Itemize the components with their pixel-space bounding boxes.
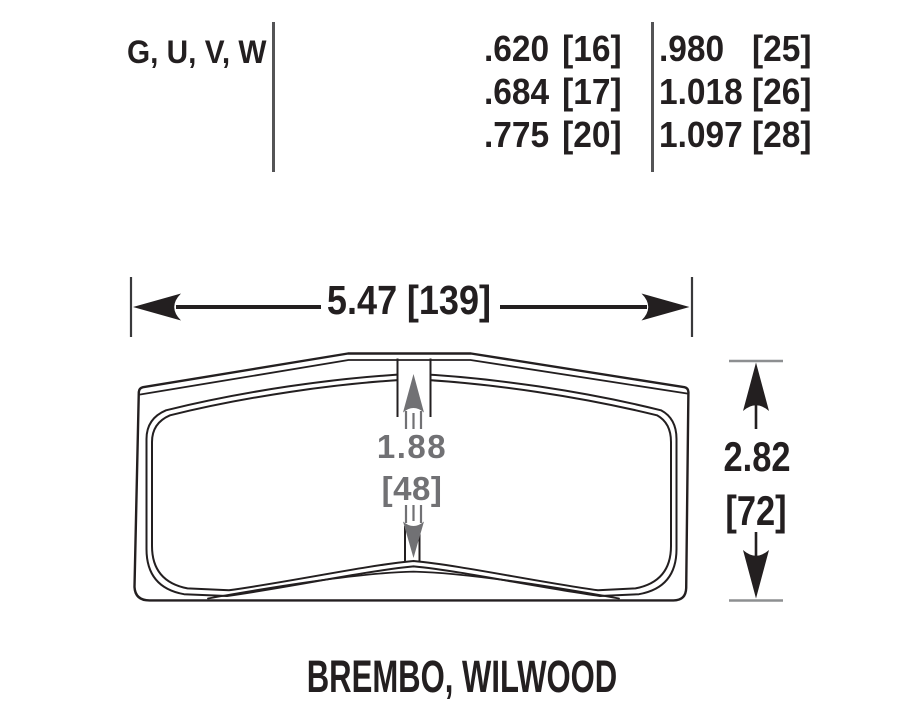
backing-plate-outline — [133, 352, 690, 602]
width-arrow-right-icon — [641, 293, 690, 321]
height-dimension-in-label: 2.82 — [723, 433, 791, 480]
height-arrow-down-icon — [743, 550, 769, 599]
thickness-row: .620 [16] — [484, 31, 622, 67]
table-divider-1 — [272, 22, 275, 172]
width-dim-mm: [139] — [406, 277, 492, 323]
thickness-in: 1.097 — [659, 114, 743, 155]
height-dimension — [729, 359, 783, 602]
center-arrow-up-shaft — [404, 411, 423, 429]
top-slot — [396, 358, 432, 418]
height-extension-ticks — [729, 359, 783, 602]
thickness-row: .980 [25] — [659, 31, 812, 67]
friction-outline-inner — [151, 378, 672, 592]
plate-top-inner-edge — [139, 359, 688, 396]
thickness-mm: [17] — [562, 71, 622, 112]
height-dimension-mm-label: [72] — [725, 487, 787, 534]
pad-shapes-label: G, U, V, W — [127, 34, 267, 70]
width-arrow-left-icon — [133, 293, 181, 321]
bottom-chamfer-line — [207, 570, 620, 600]
top-slot-walls — [396, 358, 432, 417]
pad-outline — [133, 352, 690, 602]
thickness-mm: [26] — [751, 71, 812, 112]
height-arrow-up-icon — [743, 362, 769, 411]
thickness-row: 1.018 [26] — [659, 74, 812, 110]
center-dimension-mm-label: [48] — [381, 470, 443, 507]
center-dimension-arrows — [403, 374, 424, 558]
thickness-in: .775 — [484, 114, 550, 155]
width-dimension — [129, 277, 694, 337]
width-dimension-label: 5.47 [139] — [327, 280, 491, 321]
width-extension-ticks — [129, 277, 694, 337]
thickness-row: .684 [17] — [484, 74, 622, 110]
thickness-in: .980 — [659, 28, 725, 69]
center-arrow-down-shaft — [404, 505, 423, 523]
center-arrow-up-icon — [403, 374, 424, 413]
thickness-column-2: .980 [25] 1.018 [26] 1.097 [28] — [659, 31, 812, 161]
width-dim-in: 5.47 — [326, 277, 398, 323]
thickness-row: 1.097 [28] — [659, 117, 812, 153]
thickness-in: .684 — [484, 71, 550, 112]
center-dimension-in-label: 1.88 — [376, 428, 448, 465]
center-arrow-down-icon — [403, 521, 424, 558]
thickness-mm: [20] — [562, 114, 622, 155]
thickness-in: .620 — [484, 28, 550, 69]
thickness-column-1: .620 [16] .684 [17] .775 [20] — [484, 31, 622, 161]
caliper-applications-caption: BREMBO, WILWOOD — [306, 651, 618, 702]
thickness-mm: [16] — [562, 28, 622, 69]
table-divider-2 — [651, 22, 654, 172]
thickness-mm: [28] — [751, 114, 812, 155]
thickness-mm: [25] — [751, 28, 812, 69]
thickness-row: .775 [20] — [484, 117, 622, 153]
thickness-in: 1.018 — [659, 71, 743, 112]
